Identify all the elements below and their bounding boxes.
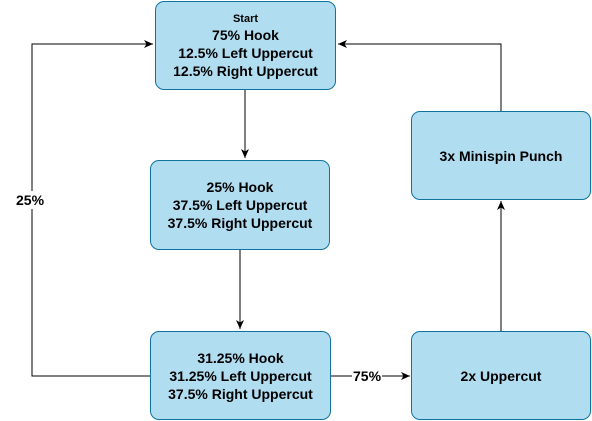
node-3x-minispin-punch[interactable]: 3x Minispin Punch [411,111,591,200]
node-second-line-2: 37.5% Left Uppercut [172,197,308,213]
edge-minispin-to-start [338,40,502,111]
edge-label-loop-back: 25% [16,191,45,209]
node-second[interactable]: 25% Hook 37.5% Left Uppercut 37.5% Right… [150,160,330,250]
node-second-line-1: 25% Hook [206,179,274,195]
node-3x-minispin-punch-label: 3x Minispin Punch [439,147,563,164]
node-start-line-3: 12.5% Right Uppercut [173,62,318,79]
node-start-line-2: 12.5% Left Uppercut [178,44,313,61]
node-third[interactable]: 31.25% Hook 31.25% Left Uppercut 37.5% R… [150,331,331,420]
node-start-line-1: 75% Hook [212,26,279,43]
node-start-title: Start [232,12,259,25]
node-second-line-3: 37.5% Right Uppercut [167,215,313,231]
node-2x-uppercut-label: 2x Uppercut [460,367,542,384]
edge-label-to-uppercut: 75% [352,368,383,384]
node-start[interactable]: Start 75% Hook 12.5% Left Uppercut 12.5%… [155,1,336,90]
node-third-line-1: 31.25% Hook [197,349,284,366]
edge-third-to-start [31,40,153,377]
node-third-line-2: 31.25% Left Uppercut [169,367,312,384]
node-third-line-3: 37.5% Right Uppercut [168,385,313,402]
node-2x-uppercut[interactable]: 2x Uppercut [411,331,591,420]
